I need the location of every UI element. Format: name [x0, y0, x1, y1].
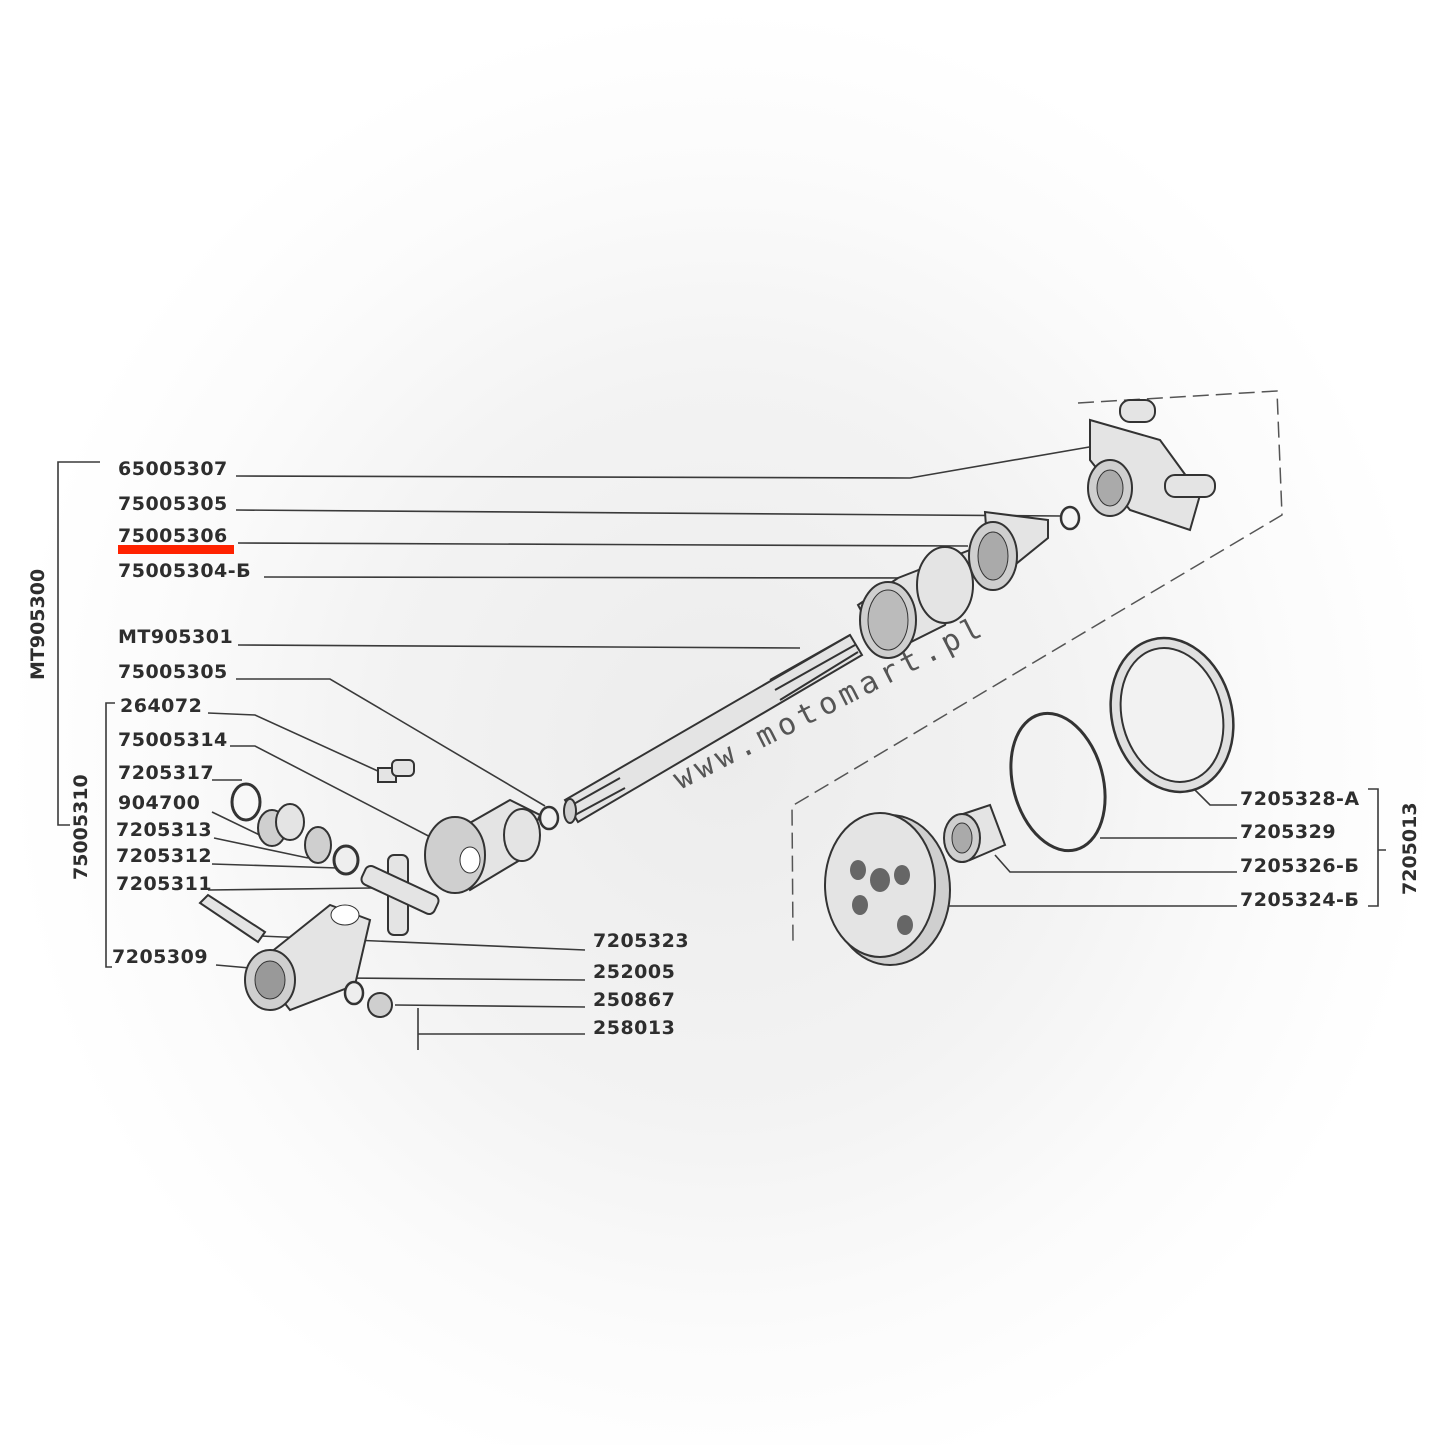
ring-band — [1109, 636, 1235, 794]
group-label-pulley: 7205013 — [1399, 802, 1421, 895]
group-label-main: MT905300 — [27, 569, 49, 680]
grease-fitting — [377, 759, 415, 783]
bolt — [198, 893, 267, 944]
part-label: 258013 — [593, 1017, 675, 1039]
part-label: 75005305 — [118, 661, 228, 683]
part-label: 7205324-Б — [1240, 889, 1359, 911]
ring — [1059, 505, 1081, 531]
part-label: 7205326-Б — [1240, 855, 1359, 877]
part-label: 250867 — [593, 989, 675, 1011]
pulley-disc — [824, 812, 951, 966]
part-label: MT905301 — [118, 626, 233, 648]
part-label: 7205317 — [118, 762, 214, 784]
cone-bushing-75005306 — [968, 510, 1049, 591]
end-yoke — [244, 903, 372, 1012]
part-label: 7205309 — [112, 946, 208, 968]
part-label: 7205329 — [1240, 821, 1336, 843]
sleeve — [856, 546, 977, 659]
seal — [304, 826, 332, 864]
bushing — [943, 803, 1007, 863]
part-label: 65005307 — [118, 458, 228, 480]
part-label: 7205323 — [593, 930, 689, 952]
ring-75005305 — [538, 805, 560, 831]
part-label: 252005 — [593, 961, 675, 983]
bracket-pulley — [1368, 788, 1386, 907]
circlip — [230, 782, 262, 822]
highlight-underline — [118, 545, 234, 554]
part-label: 75005314 — [118, 729, 228, 751]
washer — [343, 980, 365, 1006]
nut — [367, 992, 393, 1018]
part-label: 75005304-Б — [118, 560, 251, 582]
part-label: 264072 — [120, 695, 202, 717]
watermark: www.motomart.pl — [668, 609, 992, 797]
dashed-outline — [791, 390, 1283, 943]
snap-ring — [1009, 711, 1107, 853]
bracket-joint — [105, 702, 115, 968]
washer — [332, 844, 360, 876]
part-label: 904700 — [118, 792, 200, 814]
part-label: 7205313 — [116, 819, 212, 841]
needle-bearing — [257, 803, 305, 847]
yoke — [424, 798, 542, 894]
part-label-highlighted: 75005306 — [118, 525, 228, 547]
flange — [1087, 399, 1216, 532]
part-label: 75005305 — [118, 493, 228, 515]
group-label-joint: 75005310 — [70, 774, 92, 880]
part-label: 7205328-A — [1240, 788, 1360, 810]
bracket-main — [57, 461, 100, 826]
leader-lines — [207, 445, 1237, 1050]
part-label: 7205312 — [116, 845, 212, 867]
part-label: 7205311 — [116, 873, 212, 895]
cross-spider — [360, 854, 440, 936]
splined-shaft — [563, 633, 864, 824]
